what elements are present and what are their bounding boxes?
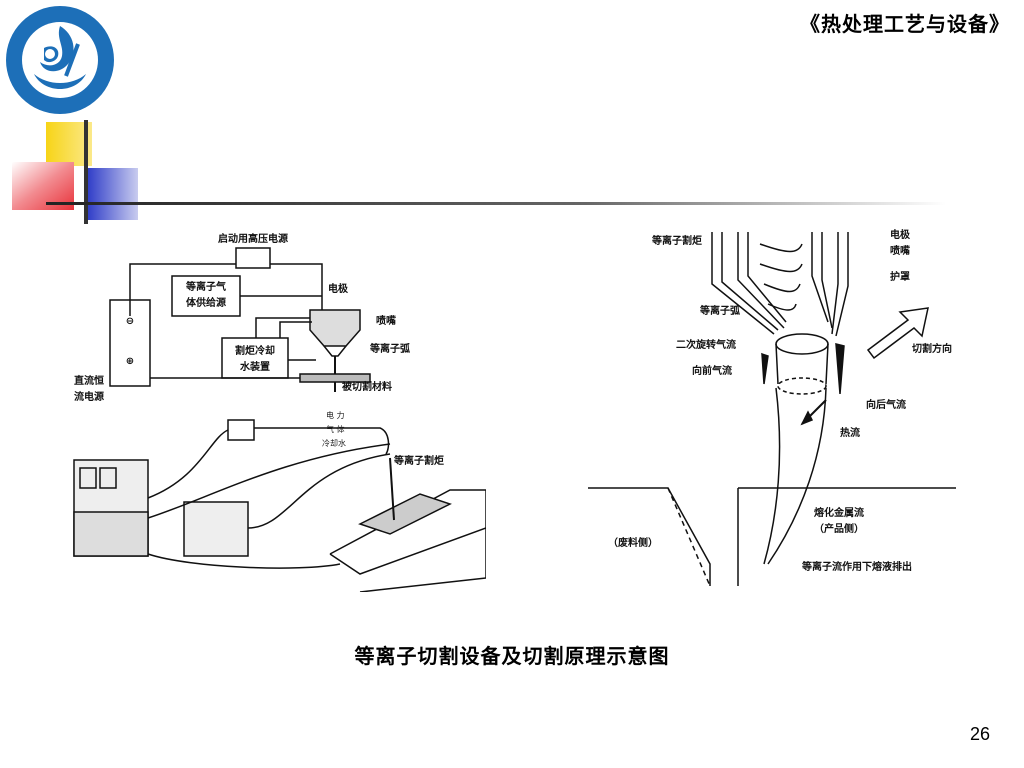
dc-source-label-2: 流电源 <box>74 390 104 403</box>
minus-terminal-icon: ⊖ <box>126 316 134 327</box>
water-line-label: 冷却水 <box>322 438 346 448</box>
slide-title: 《热处理工艺与设备》 <box>800 12 1010 36</box>
decorative-header-blocks <box>0 118 980 228</box>
forward-flow-label: 向前气流 <box>692 364 732 377</box>
torch-label: 等离子割炬 <box>394 454 444 467</box>
hv-source-label: 启动用高压电源 <box>218 232 288 245</box>
figure-caption: 等离子切割设备及切割原理示意图 <box>354 644 670 668</box>
plasma-cutting-equipment-diagram: 启动用高压电源 等离子气 体供给源 电极 喷嘴 割炬冷却 水装置 等离子弧 被切… <box>60 228 487 593</box>
electrode-label: 电极 <box>890 228 911 241</box>
plasma-arc-label: 等离子弧 <box>370 342 410 355</box>
cut-direction-label: 切割方向 <box>912 342 952 355</box>
slag-ejection-label: 等离子流作用下熔液排出 <box>802 560 912 573</box>
heat-flow-label: 热流 <box>840 426 860 439</box>
torch-label: 等离子割炬 <box>652 234 702 247</box>
gas-supply-label-2: 体供给源 <box>186 296 226 309</box>
backward-flow-label: 向后气流 <box>866 398 906 411</box>
molten-metal-label-2: （产品侧） <box>814 522 864 535</box>
scrap-side-label: （废料侧） <box>608 536 658 549</box>
nozzle-label: 喷嘴 <box>376 314 396 327</box>
plasma-cutting-principle-diagram: 等离子割炬 电极 喷嘴 护罩 等离子弧 二次旋转气流 向前气流 切割方向 向后气… <box>588 224 956 587</box>
power-line-label: 电 力 <box>326 410 345 420</box>
gas-supply-label-1: 等离子气 <box>186 280 226 293</box>
electrode-label: 电极 <box>328 282 349 295</box>
workpiece-label: 被切割材料 <box>342 380 392 393</box>
shield-label: 护罩 <box>890 270 910 283</box>
cooling-label-2: 水装置 <box>239 360 270 373</box>
university-logo-icon <box>4 4 116 116</box>
plasma-arc-label: 等离子弧 <box>700 304 740 317</box>
molten-metal-label-1: 熔化金属流 <box>814 506 864 519</box>
nozzle-label: 喷嘴 <box>890 244 910 257</box>
cooling-label-1: 割炬冷却 <box>235 344 275 357</box>
gas-line-label: 气 体 <box>326 424 345 434</box>
swirl-flow-label: 二次旋转气流 <box>676 338 736 351</box>
page-number: 26 <box>969 724 990 744</box>
plus-terminal-icon: ⊕ <box>126 356 134 367</box>
dc-source-label-1: 直流恒 <box>74 374 104 387</box>
